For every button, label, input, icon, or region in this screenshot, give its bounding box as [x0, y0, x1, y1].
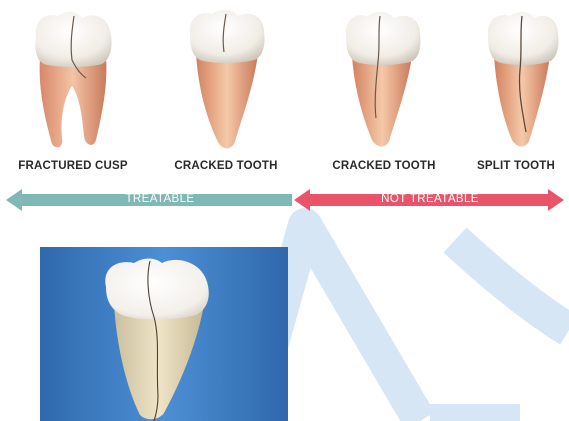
cracked-tooth-not-treatable-illustration: [334, 6, 434, 156]
cracked-tooth-not-treatable-label: CRACKED TOOTH: [318, 160, 450, 178]
fractured-cusp-label: FRACTURED CUSP: [8, 160, 138, 178]
cracked-tooth-treatable-label: CRACKED TOOTH: [160, 160, 292, 178]
not-treatable-arrow-label: NOT TREATABLE: [320, 193, 540, 209]
fractured-cusp-tooth-illustration: [22, 6, 122, 156]
split-tooth-label: SPLIT TOOTH: [466, 160, 566, 178]
cracked-tooth-treatable-illustration: [178, 6, 278, 156]
split-tooth-photo: [40, 247, 288, 421]
treatable-arrow-label: TREATABLE: [40, 193, 280, 209]
split-tooth-illustration: [478, 6, 569, 156]
